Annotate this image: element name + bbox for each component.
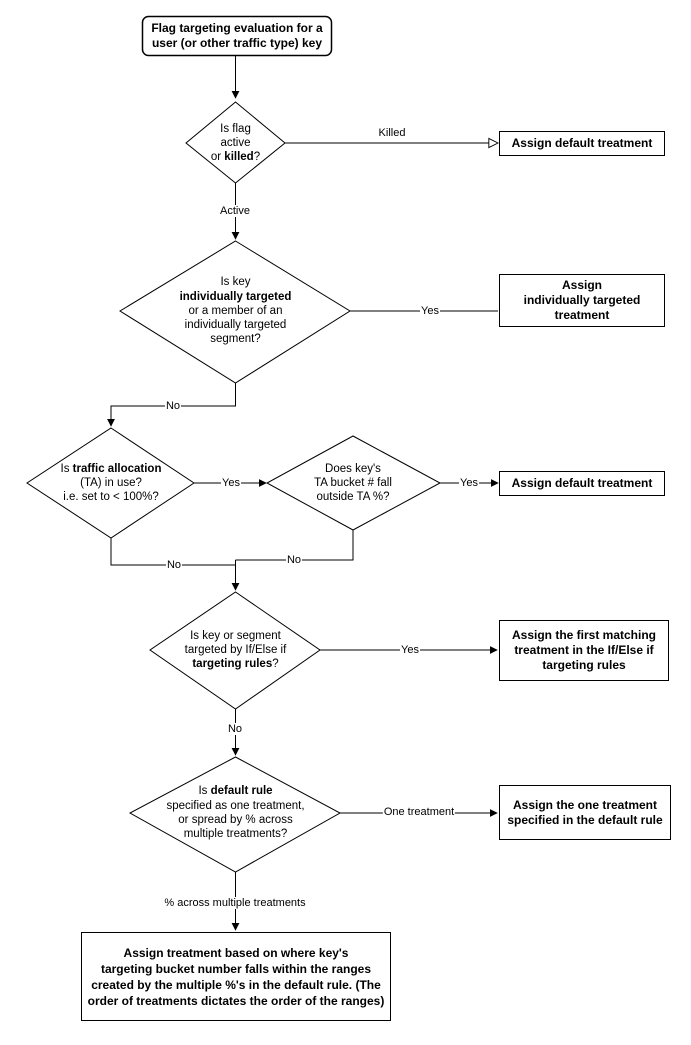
result-first-match-line-1: Assign the first matching: [511, 628, 657, 642]
decision-individual-line-5: segment?: [210, 333, 261, 346]
result-default-ta: Assign default treatment: [511, 476, 653, 490]
decision-bucket-line-2: TA bucket # fall: [314, 476, 392, 489]
decision-rules-line-3: targeting rules?: [192, 658, 279, 671]
decision-bucket-line-3: outside TA %?: [316, 491, 390, 504]
decision-default-rule-shape: [128, 756, 342, 873]
decision-ta-text: Is traffic allocation (TA) in use? i.e. …: [40, 460, 182, 506]
edge-label-yes-ta: Yes: [221, 477, 241, 489]
result-bucket-line-3: created by the multiple %'s in the defau…: [91, 977, 381, 992]
result-individual: Assign individually targeted treatment: [499, 274, 665, 327]
result-first-match-line-3: targeting rules: [542, 658, 626, 672]
result-default-ta-shape: [499, 471, 665, 496]
decision-default-rule-line-4: multiple treatments?: [183, 828, 288, 841]
decision-killed-text: Is flag active or killed?: [186, 114, 285, 172]
decision-rules-line-1: Is key or segment: [190, 629, 281, 642]
decision-rules-line-2: targeted by If/Else if: [184, 643, 287, 656]
edge-label-pct-multiple: % across multiple treatments: [163, 897, 307, 909]
result-default-killed-shape: [499, 131, 665, 156]
decision-ta-line-3: i.e. set to < 100%?: [63, 491, 159, 504]
result-bucket: Assign treatment based on where key's ta…: [81, 932, 391, 1021]
decision-rules-shape: [149, 591, 321, 710]
decision-rules-text: Is key or segment targeted by If/Else if…: [165, 627, 306, 673]
result-bucket-line-4: order of treatments dictates the order o…: [87, 993, 385, 1008]
result-first-match: Assign the first matching treatment in t…: [499, 620, 669, 681]
decision-individual-line-4: individually targeted: [184, 319, 287, 332]
decision-ta-shape: [26, 427, 195, 539]
decision-individual-line-3: or a member of an: [188, 304, 283, 317]
decision-individual-shape: [119, 240, 351, 384]
decision-killed-line-3: or killed?: [210, 151, 261, 164]
start-line-1: Flag targeting evaluation for a: [151, 21, 323, 35]
edge-label-active: Active: [219, 205, 251, 217]
edge-ta-no: [110, 538, 236, 566]
edge-bucket-no: [235, 530, 354, 561]
decision-killed-shape: [185, 101, 286, 184]
decision-ta-line-2: (TA) in use?: [80, 476, 142, 489]
decision-individual-line-2: individually targeted: [179, 290, 292, 303]
result-first-match-line-2: treatment in the If/Else if: [514, 643, 654, 657]
result-one-treatment: Assign the one treatment specified in th…: [499, 785, 671, 840]
start-line-2: user (or other traffic type) key: [151, 36, 323, 50]
start-node: Flag targeting evaluation for a user (or…: [142, 16, 332, 56]
edge-label-no-ta: No: [165, 559, 183, 571]
decision-individual-text: Is key individually targeted or a member…: [140, 270, 331, 352]
edge-label-yes-rules: Yes: [400, 644, 420, 656]
result-one-treatment-shape: [499, 785, 671, 840]
edge-label-killed: Killed: [377, 127, 407, 139]
edge-label-no-individual: No: [164, 400, 182, 412]
result-bucket-line-1: Assign treatment based on where key's: [123, 945, 349, 960]
result-first-match-shape: [499, 620, 669, 681]
decision-default-rule-line-3: or spread by % across: [178, 814, 293, 826]
decision-bucket-line-1: Does key's: [325, 462, 381, 475]
decision-individual-line-1: Is key: [220, 276, 251, 289]
result-individual-shape: [499, 274, 665, 327]
result-one-treatment-line-1: Assign the one treatment: [512, 797, 658, 812]
decision-ta-line-1: Is traffic allocation: [60, 462, 162, 475]
result-bucket-line-2: targeting bucket number falls within the…: [100, 961, 372, 976]
decision-bucket-shape: [265, 435, 442, 531]
decision-bucket-text: Does key's TA bucket # fall outside TA %…: [285, 460, 421, 506]
edge-label-yes-bucket: Yes: [459, 477, 479, 489]
result-individual-line-2: individually targeted: [523, 293, 641, 307]
edge-label-no-rules: No: [226, 723, 244, 735]
edge-label-no-bucket: No: [285, 554, 303, 566]
decision-default-rule-line-2: specified as one treatment,: [166, 799, 305, 812]
decision-killed-line-2: active: [220, 136, 251, 149]
edge-label-one-treatment: One treatment: [382, 806, 456, 818]
edge-label-yes-individual: Yes: [420, 305, 440, 317]
result-individual-line-1: Assign: [561, 278, 602, 292]
decision-default-rule-line-1: Is default rule: [198, 785, 273, 798]
start-node-shape: [141, 15, 333, 57]
result-default-killed: Assign default treatment: [511, 136, 653, 150]
result-individual-line-3: treatment: [554, 308, 610, 322]
result-bucket-shape: [81, 932, 391, 1021]
decision-killed-line-1: Is flag: [220, 122, 251, 135]
decision-default-rule-text: Is default rule specified as one treatme…: [150, 782, 321, 844]
result-one-treatment-line-2: specified in the default rule: [507, 812, 663, 827]
